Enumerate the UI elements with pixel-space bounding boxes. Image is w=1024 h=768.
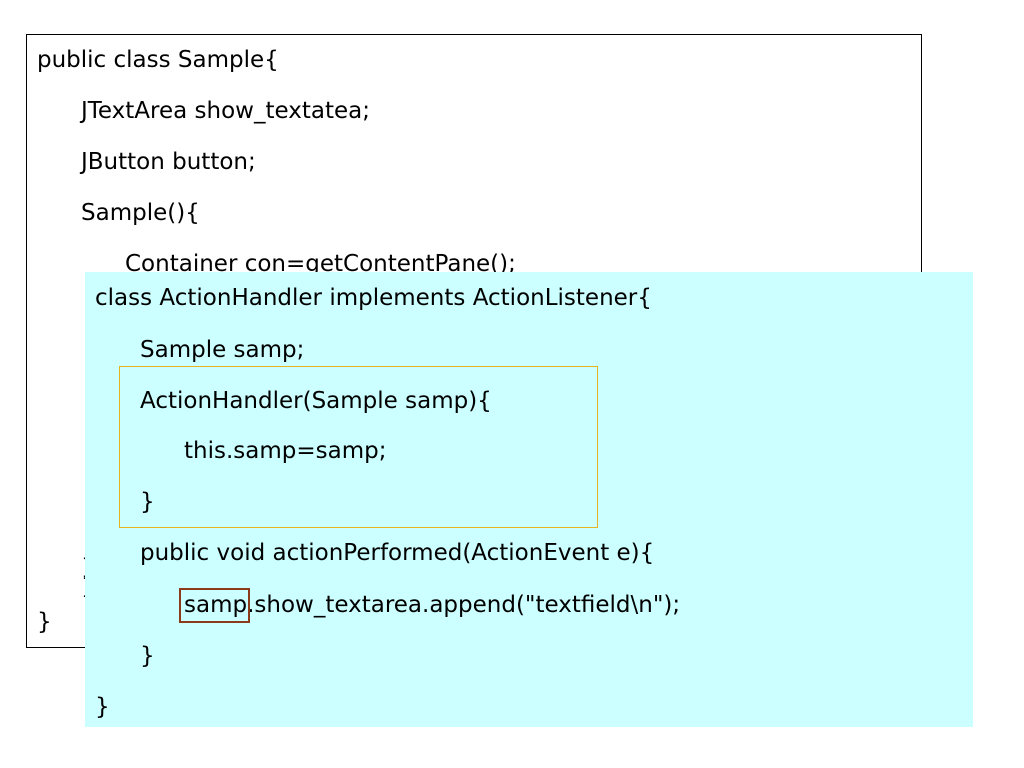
action-handler-code-block: class ActionHandler implements ActionLis…	[85, 272, 973, 727]
code-line-action-performed-close: }	[140, 643, 155, 669]
code-line-handler-constructor-close: }	[140, 489, 155, 515]
code-line-handler-declaration: class ActionHandler implements ActionLis…	[95, 285, 652, 311]
code-line-class-declaration: public class Sample{	[37, 47, 279, 73]
code-line-samp-field: Sample samp;	[140, 337, 305, 363]
code-line-constructor: Sample(){	[81, 200, 200, 226]
code-line-append-textfield: samp.show_textarea.append("textfield\n")…	[184, 592, 681, 618]
code-line-textarea-field: JTextArea show_textatea;	[81, 98, 370, 124]
code-line-class-close-brace: }	[37, 609, 52, 635]
code-line-handler-close: }	[95, 694, 110, 720]
code-line-assign-samp: this.samp=samp;	[184, 438, 387, 464]
code-line-button-field: JButton button;	[81, 149, 256, 175]
code-line-handler-constructor: ActionHandler(Sample samp){	[140, 388, 492, 414]
code-line-action-performed: public void actionPerformed(ActionEvent …	[140, 540, 655, 566]
